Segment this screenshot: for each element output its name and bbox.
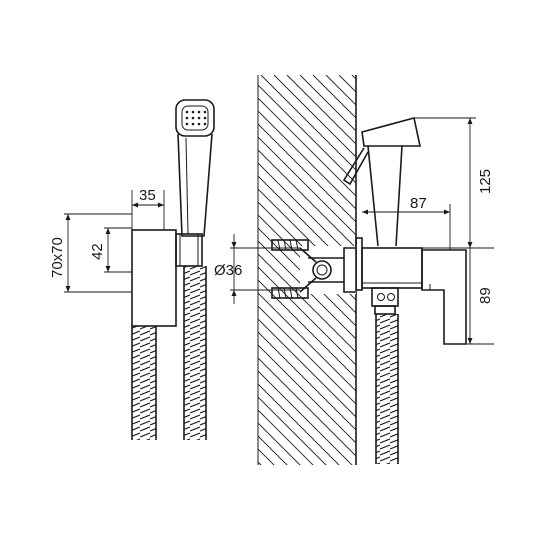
dimension-87: 87 (362, 195, 451, 250)
embedded-box (299, 246, 356, 294)
wall-hatch-line (258, 123, 356, 223)
dimension-d36: Ø36 (214, 234, 300, 304)
wall-hatch-line (258, 396, 327, 465)
dimension-35: 35 (131, 187, 165, 230)
dim-70x70-label: 70x70 (49, 237, 66, 278)
wall-hatch-line (258, 383, 340, 465)
wall-section (257, 75, 540, 475)
hose-front (131, 266, 207, 440)
dim-42-label: 42 (89, 243, 106, 260)
hose-connector (371, 287, 399, 315)
wall-hatch-line (258, 136, 356, 236)
wall-hatch-line (258, 240, 356, 340)
wall-hatch-line (258, 331, 356, 431)
wall-hatch-line (260, 75, 356, 171)
dim-35-label: 35 (139, 187, 156, 204)
wall-hatch-line (258, 344, 356, 444)
wall-flange (355, 237, 363, 291)
dimension-42: 42 (89, 227, 132, 273)
wall-hatch-line (338, 75, 356, 93)
wall-hatch-line (258, 110, 356, 210)
hose-side (375, 314, 399, 464)
dim-125-label: 125 (477, 169, 494, 194)
dim-89-label: 89 (477, 287, 494, 304)
wall-hatch-line (258, 97, 356, 197)
wall-hatch-line (286, 75, 356, 145)
wall-hatch-line (258, 253, 356, 353)
wall-hatch-line (258, 318, 356, 418)
wall-hatch-line (258, 357, 356, 457)
dimension-125: 125 (396, 117, 494, 249)
dimension-89: 89 (466, 248, 494, 345)
wall-hatch-line (258, 84, 356, 184)
wall-hatch-line (273, 75, 356, 158)
wall-hatch-line (378, 75, 540, 475)
dim-87-label: 87 (410, 195, 427, 212)
side-view: Ø36 87 125 89 (214, 75, 540, 475)
wall-hatch-line (258, 370, 353, 465)
front-view: 35 70x70 42 (49, 99, 215, 440)
wall-hatch-line (325, 75, 356, 106)
hand-shower-side (342, 117, 421, 247)
dim-d36-label: Ø36 (214, 262, 242, 279)
valve-body (361, 247, 423, 289)
lever-handle (421, 249, 467, 345)
spray-nozzle-dots (185, 110, 207, 126)
wall-hatch-line (258, 266, 356, 366)
hand-shower-front (175, 99, 215, 237)
dimension-70x70: 70x70 (49, 213, 132, 293)
